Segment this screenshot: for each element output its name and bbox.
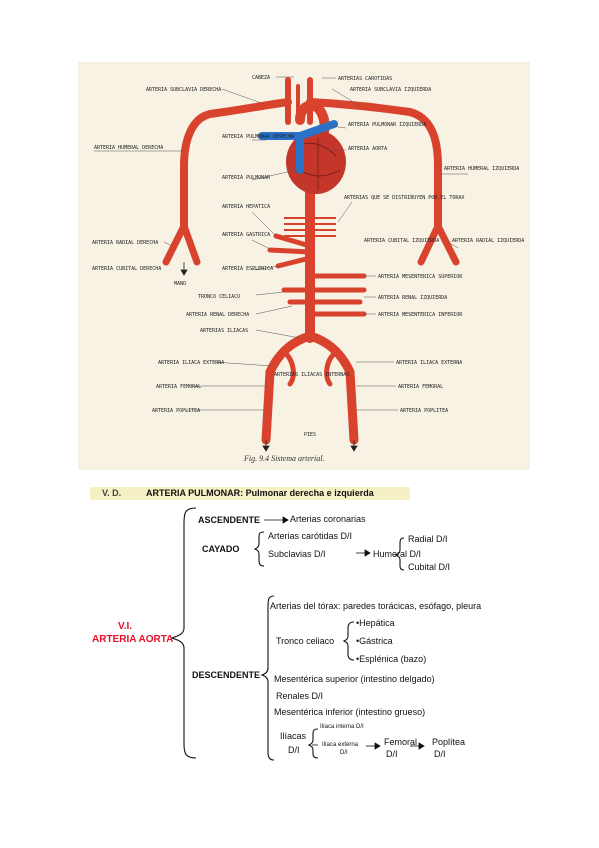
label-femoral-izq: ARTERIA FEMORAL [398,384,443,390]
label-cubital-izq: ARTERIA CUBITAL IZQUIERDA [364,238,439,244]
label-femoral-der: ARTERIA FEMORAL [156,384,201,390]
figure-labels: CABEZA ARTERIAS CAROTIDAS ARTERIA SUBCLA… [92,75,524,463]
node-iliacas-di: D/I [288,745,300,755]
node-poplitea-di: D/I [434,749,446,759]
figure-caption: Fig. 9.4 Sistema arterial. [243,454,324,463]
label-iliaca-ext-izq: ARTERIA ILIACA EXTERNA [396,360,462,366]
header-background [90,487,410,500]
node-iliaca-externa: Ilíaca externa [322,742,359,748]
label-subclavia-izq: ARTERIA SUBCLAVIA IZQUIERDA [350,87,431,93]
node-poplitea: Poplítea [432,737,466,747]
node-coronarias: Arterias coronarias [290,514,366,524]
label-iliacas-int: ARTERIAS ILIACAS INTERNAS [274,372,349,378]
node-descendente: DESCENDENTE [192,670,261,680]
root-vi: V.I. [118,621,133,632]
node-mes-sup: Mesentérica superior (intestino delgado) [274,674,435,684]
node-renales: Renales D/I [276,691,324,701]
node-ascendente: ASCENDENTE [198,515,261,525]
node-esplenica: •Esplénica (bazo) [356,654,427,664]
feet-arrows [180,262,358,452]
root-aorta: ARTERIA AORTA [92,634,174,645]
label-leader-lines [94,76,468,411]
node-hepatica: •Hepática [356,618,395,628]
node-mes-inf: Mesentérica inferior (intestino grueso) [274,707,426,717]
braces [170,507,405,761]
node-gastrica: •Gástrica [356,636,393,646]
figure-background [78,62,530,470]
label-renal-izq: ARTERIA RENAL IZQUIERDA [378,295,447,301]
internal-iliac-arteries [281,349,339,387]
label-poplitea-izq: ARTERIA POPLITEA [400,408,448,414]
header-title: ARTERIA PULMONAR: Pulmonar derecha e izq… [146,488,374,498]
label-torax: ARTERIAS QUE SE DISTRIBUYEN POR EL TORAX [344,195,464,201]
label-renal-der: ARTERIA RENAL DERECHA [186,312,249,318]
node-humeral: Humeral D/I [373,549,422,559]
node-iliaca-externa-di: D/I [340,750,348,756]
label-gastrica: ARTERIA GASTRICA [222,232,270,238]
label-mano: MANO [174,281,186,287]
node-radial: Radial D/I [408,534,448,544]
tree-arrows [264,516,425,750]
label-hepatica: ARTERIA HEPATICA [222,204,270,210]
label-mes-inf: ARTERIA MESENTERICA INFERIOR [378,312,463,318]
label-pulmonar-izq: ARTERIA PULMONAR IZQUIERDA [348,122,426,128]
node-tronco: Tronco celiaco [276,636,335,646]
label-carotidas: ARTERIAS CAROTIDAS [338,76,392,82]
visceral-branches [267,233,367,317]
thoracic-branches [284,217,336,237]
label-cubital-der: ARTERIA CUBITAL DERECHA [92,266,161,272]
leg-arteries [261,331,359,445]
node-cubital: Cubital D/I [408,562,451,572]
label-humeral-izq: ARTERIA HUMERAL IZQUIERDA [444,166,519,172]
arm-arteries [180,98,442,232]
label-pies: PIES [304,432,316,438]
node-femoral-di: D/I [386,749,398,759]
pulmonary-arteries [258,120,338,174]
label-subclavia-der: ARTERIA SUBCLAVIA DERECHA [146,87,221,93]
node-iliaca-interna: Ilíaca interna D/I [320,724,364,730]
node-torax: Arterias del tórax: paredes torácicas, e… [270,601,482,611]
label-radial-der: ARTERIA RADIAL DERECHA [92,240,158,246]
forearm-arteries [162,222,460,266]
label-poplitea-der: ARTERIA POPLITEA [152,408,200,414]
node-cayado: CAYADO [202,544,240,554]
node-femoral: Femoral [384,737,418,747]
label-iliaca-ext-der: ARTERIA ILIACA EXTERNA [158,360,224,366]
label-aorta: ARTERIA AORTA [348,146,387,152]
label-cabeza: CABEZA [252,75,270,81]
arterial-system-diagram: CABEZA ARTERIAS CAROTIDAS ARTERIA SUBCLA… [78,62,530,470]
label-esplenica: ARTERIA ESPLENICA [222,266,273,272]
label-iliacas: ARTERIAS ILIACAS [200,328,248,334]
node-carotidas: Arterias carótidas D/I [268,531,353,541]
node-subclavias: Subclavias D/I [268,549,326,559]
label-pulmonar-der: ARTERIA PULMONAR DERECHA [222,134,294,140]
label-tronco: TRONCO CELIACO [198,294,240,300]
label-pulmonar: ARTERIA PULMONAR [222,175,271,181]
label-mes-sup: ARTERIA MESENTERICA SUPERIOR [378,274,463,280]
label-humeral-der: ARTERIA HUMERAL DERECHA [94,145,163,151]
node-iliacas: Ilíacas [280,731,307,741]
header-vd: V. D. [102,488,122,498]
label-radial-izq: ARTERIA RADIAL IZQUIERDA [452,238,524,244]
